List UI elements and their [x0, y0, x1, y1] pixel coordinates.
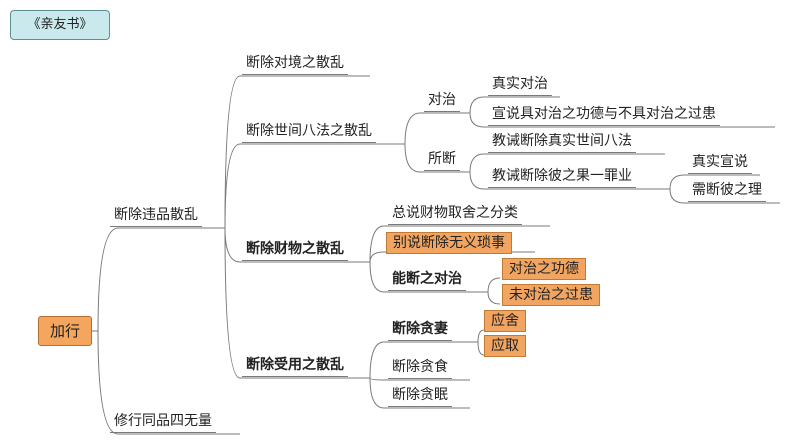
- connector-wealth-general: [369, 225, 550, 263]
- connector-root-practice: [92, 330, 240, 435]
- node-enjoy: 断除受用之散乱: [242, 356, 348, 377]
- connector-distract-enjoy: [224, 227, 370, 379]
- node-antidote: 对治: [424, 91, 460, 112]
- node-true-antidote: 真实对治: [488, 75, 552, 96]
- connector-abandon-teachfruit: [469, 171, 670, 190]
- node-should-take: 应取: [484, 335, 526, 357]
- connector-abandon-teachtrue: [469, 153, 665, 173]
- title-tag: 《亲友书》: [10, 10, 110, 40]
- connector-enjoy-spouse: [369, 341, 478, 379]
- node-true-say: 真实宣说: [688, 153, 752, 174]
- connector-spouse-abandon: [477, 329, 485, 343]
- node-declare: 宣说具对治之功德与不具对治之过患: [488, 105, 720, 126]
- node-general: 总说财物取舍之分类: [388, 204, 522, 225]
- node-practice: 修行同品四无量: [110, 412, 216, 433]
- node-spouse: 断除贪妻: [388, 320, 452, 341]
- node-teach-fruit: 教诫断除彼之果一罪业: [488, 167, 636, 188]
- connector-enjoy-sleep: [369, 377, 470, 409]
- node-can: 能断之对治: [388, 270, 466, 291]
- connector-can-fault: [487, 291, 501, 305]
- connector-eight-antidote: [404, 112, 470, 145]
- connector-distract-eight: [224, 143, 405, 229]
- node-sleep: 断除贪眠: [388, 386, 452, 407]
- connector-eight-abandon: [404, 143, 470, 173]
- connector-spouse-take: [477, 341, 485, 356]
- node-abandon: 所断: [424, 150, 460, 171]
- connector-can-merit: [487, 277, 501, 293]
- connector-antidote-true: [469, 96, 560, 114]
- node-object: 断除对境之散乱: [242, 54, 348, 75]
- connector-wealth-specific: [369, 251, 535, 263]
- connector-distract-object: [224, 75, 370, 229]
- node-should-abandon: 应舍: [484, 310, 526, 332]
- node-need: 需断彼之理: [688, 181, 766, 202]
- node-distract: 断除违品散乱: [110, 206, 202, 227]
- node-fault: 未对治之过患: [502, 284, 600, 306]
- node-eight: 断除世间八法之散乱: [242, 122, 376, 143]
- connector-wealth-can: [369, 261, 488, 293]
- root-node: 加行: [38, 316, 92, 346]
- node-food: 断除贪食: [388, 358, 452, 379]
- connector-antidote-declare: [469, 112, 775, 128]
- node-specific: 别说断除无义琐事: [386, 232, 512, 254]
- node-wealth: 断除财物之散乱: [242, 240, 348, 261]
- node-teach-true: 教诫断除真实世间八法: [488, 132, 636, 153]
- connector-fruit-need: [669, 188, 780, 204]
- node-merit: 对治之功德: [502, 258, 586, 280]
- connector-root-distract: [92, 227, 225, 332]
- connector-fruit-truesay: [669, 174, 760, 190]
